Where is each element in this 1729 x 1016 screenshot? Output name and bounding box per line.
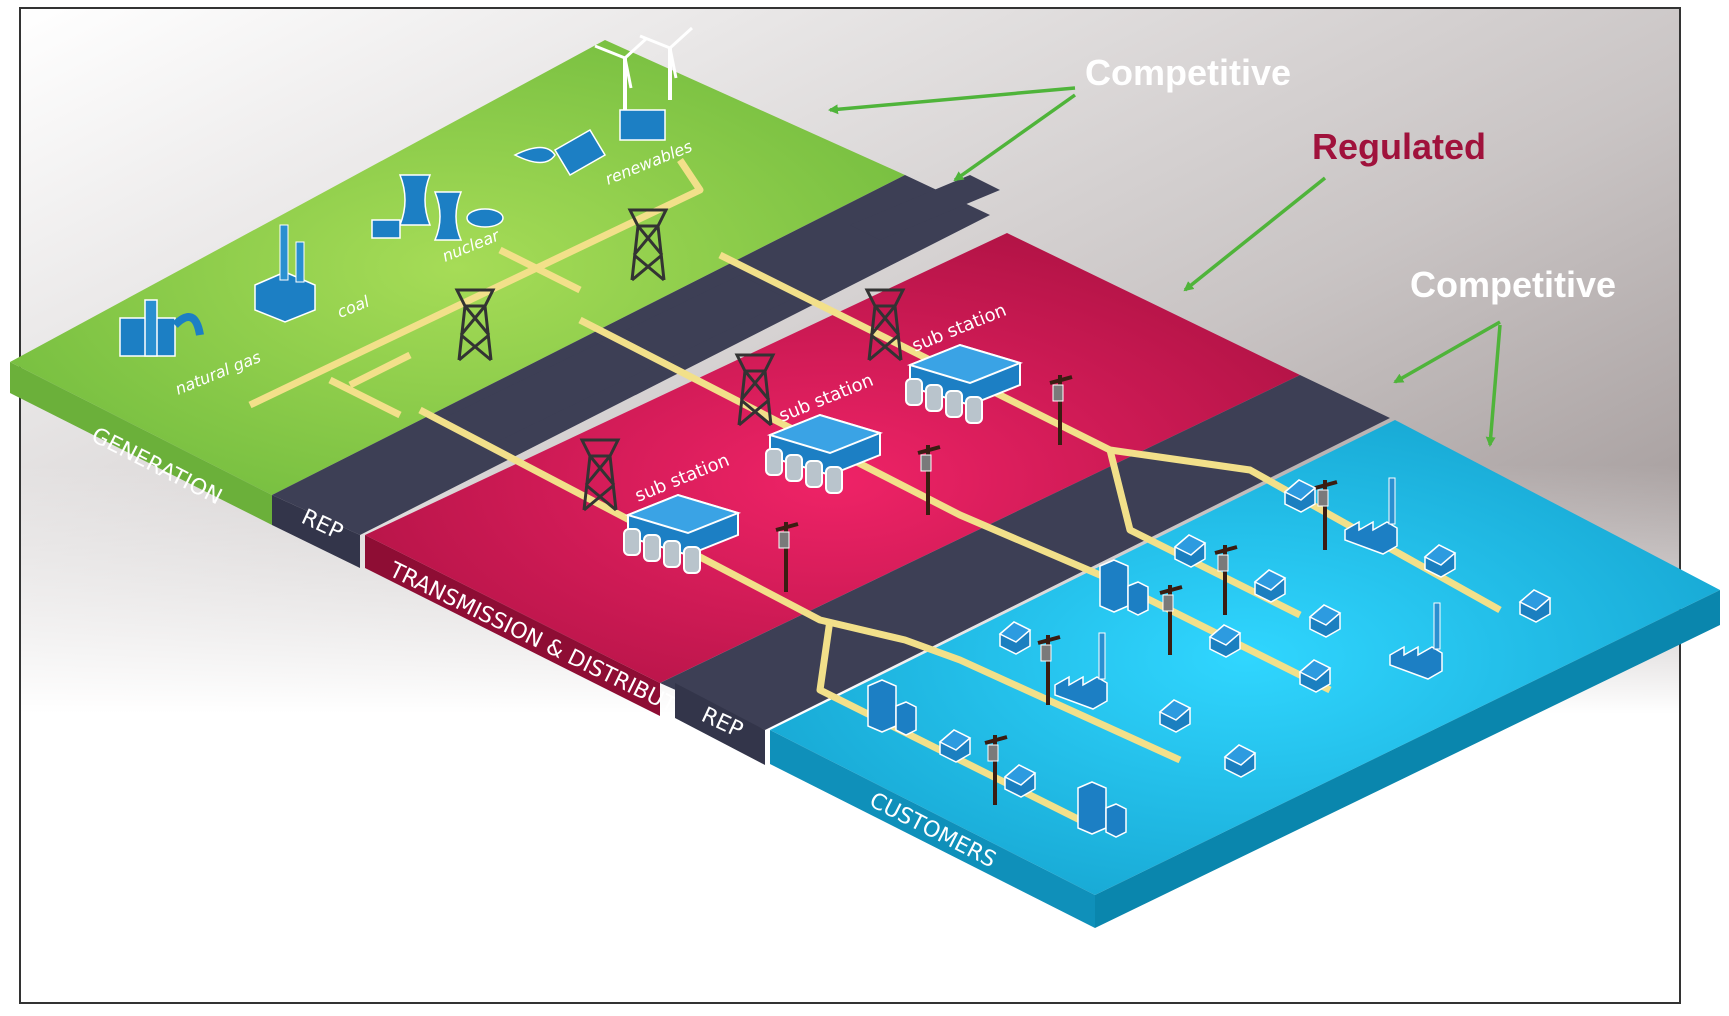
customers-side [1095,590,1720,928]
td-band-1 [440,275,790,445]
renewables-icon [513,26,694,177]
coal-plant-icon [254,224,316,323]
transmission-front [365,535,660,716]
power-line-gen-branch-3 [348,351,412,389]
frame-border [19,7,1681,1004]
power-line-gen-branch-2 [498,246,582,294]
power-line-gen-branch-1 [328,376,402,419]
competitive-arrows-right [1393,320,1502,447]
regulated-callout: Regulated [1312,126,1487,167]
nuclear-plant-icon [371,174,504,241]
rep-left-front [272,495,360,568]
rep-bottom-front [675,683,765,765]
arrow-to-generation [828,86,1076,115]
competitive-callout-top: Competitive [1085,52,1292,93]
power-line-gen-main [248,158,704,409]
arrow-to-rep-left [953,93,1077,182]
regulated-arrow [1183,176,1327,292]
competitive-arrows-top [828,86,1077,182]
arrow-to-transmission [1183,176,1327,292]
generation-front-face [10,362,272,525]
power-line-cust-2 [1106,449,1302,619]
arrow-to-customers [1485,324,1502,447]
arrow-to-rep-bottom [1393,320,1501,384]
competitive-callout-right: Competitive [1410,264,1617,305]
natural-gas-plant-icon [119,299,204,357]
customers-front [770,730,1095,928]
generation-top [10,40,905,495]
td-band-2 [850,175,1000,240]
